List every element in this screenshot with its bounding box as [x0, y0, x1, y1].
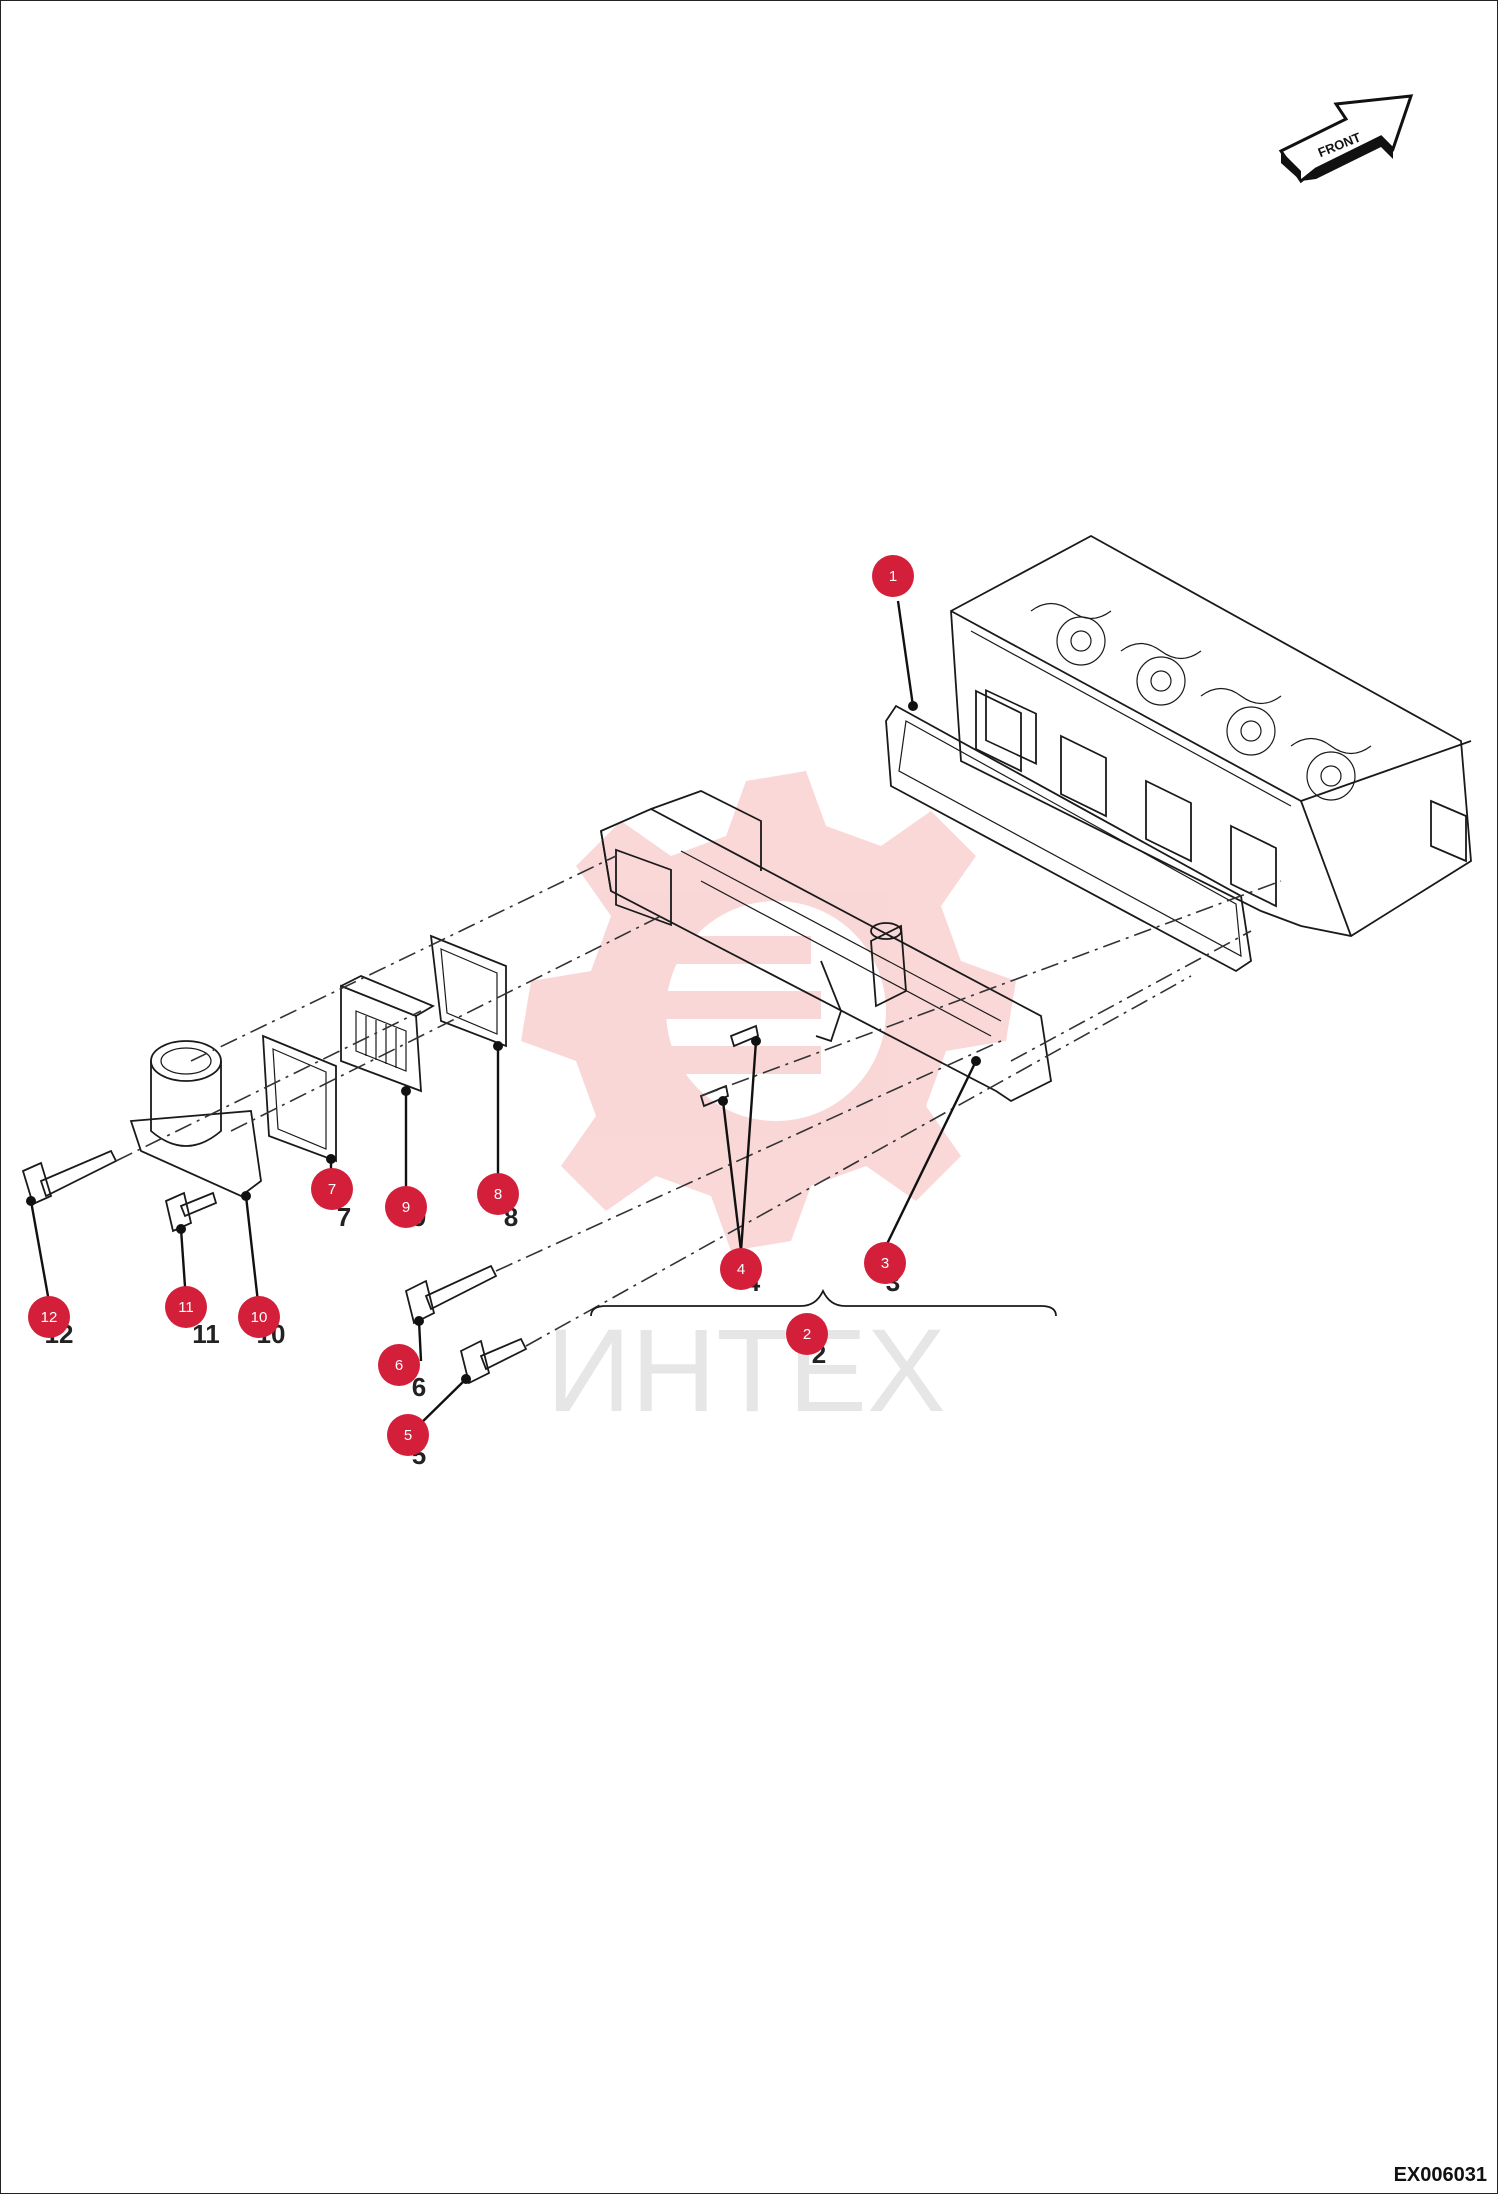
bolt-12-part [21, 1149, 118, 1206]
callout-8[interactable]: 8 [477, 1173, 519, 1215]
watermark-gear-logo-icon [521, 771, 1016, 1251]
callout-9[interactable]: 9 [385, 1186, 427, 1228]
document-id: EX006031 [1393, 2164, 1487, 2186]
callout-6[interactable]: 6 [378, 1344, 420, 1386]
front-arrow-icon: FRONT [1278, 94, 1414, 184]
gasket-7-part [262, 1034, 337, 1163]
svg-text:6: 6 [395, 1357, 403, 1374]
cylinder-head-part [950, 534, 1472, 937]
callout-1[interactable]: 1 [872, 555, 914, 597]
svg-text:7: 7 [328, 1181, 336, 1198]
callout-leaders [26, 600, 981, 1432]
callout-5[interactable]: 5 [387, 1414, 429, 1456]
callout-7[interactable]: 7 [311, 1168, 353, 1210]
assembly-lines [115, 855, 1282, 1347]
callout-12[interactable]: 12 [28, 1296, 70, 1338]
intake-manifold-part [599, 790, 1052, 1103]
svg-text:10: 10 [251, 1309, 268, 1326]
svg-text:2: 2 [803, 1326, 811, 1343]
svg-text:12: 12 [41, 1309, 58, 1326]
printed-number-7: 7 [337, 1202, 351, 1232]
printed-number-6: 6 [412, 1372, 426, 1402]
callout-4[interactable]: 4 [720, 1248, 762, 1290]
bolt-11-part [164, 1191, 218, 1233]
svg-text:5: 5 [404, 1427, 412, 1444]
watermark-text: ИНТЕХ [546, 1305, 946, 1437]
svg-text:11: 11 [178, 1299, 194, 1316]
svg-text:8: 8 [494, 1186, 502, 1203]
callout-10[interactable]: 10 [238, 1296, 280, 1338]
callout-2[interactable]: 2 [786, 1313, 828, 1355]
svg-text:4: 4 [737, 1261, 745, 1278]
bolt-5-part [459, 1337, 528, 1385]
callout-3[interactable]: 3 [864, 1242, 906, 1284]
callout-11[interactable]: 11 [165, 1286, 207, 1328]
bolt-6-part [404, 1264, 498, 1325]
svg-text:1: 1 [889, 568, 897, 585]
group-2-brace [590, 1288, 1057, 1317]
svg-text:3: 3 [881, 1255, 889, 1272]
gasket-8-part [429, 934, 507, 1048]
heater-9-part [340, 975, 436, 1093]
elbow-10-part [129, 1040, 262, 1198]
svg-text:9: 9 [402, 1199, 410, 1216]
